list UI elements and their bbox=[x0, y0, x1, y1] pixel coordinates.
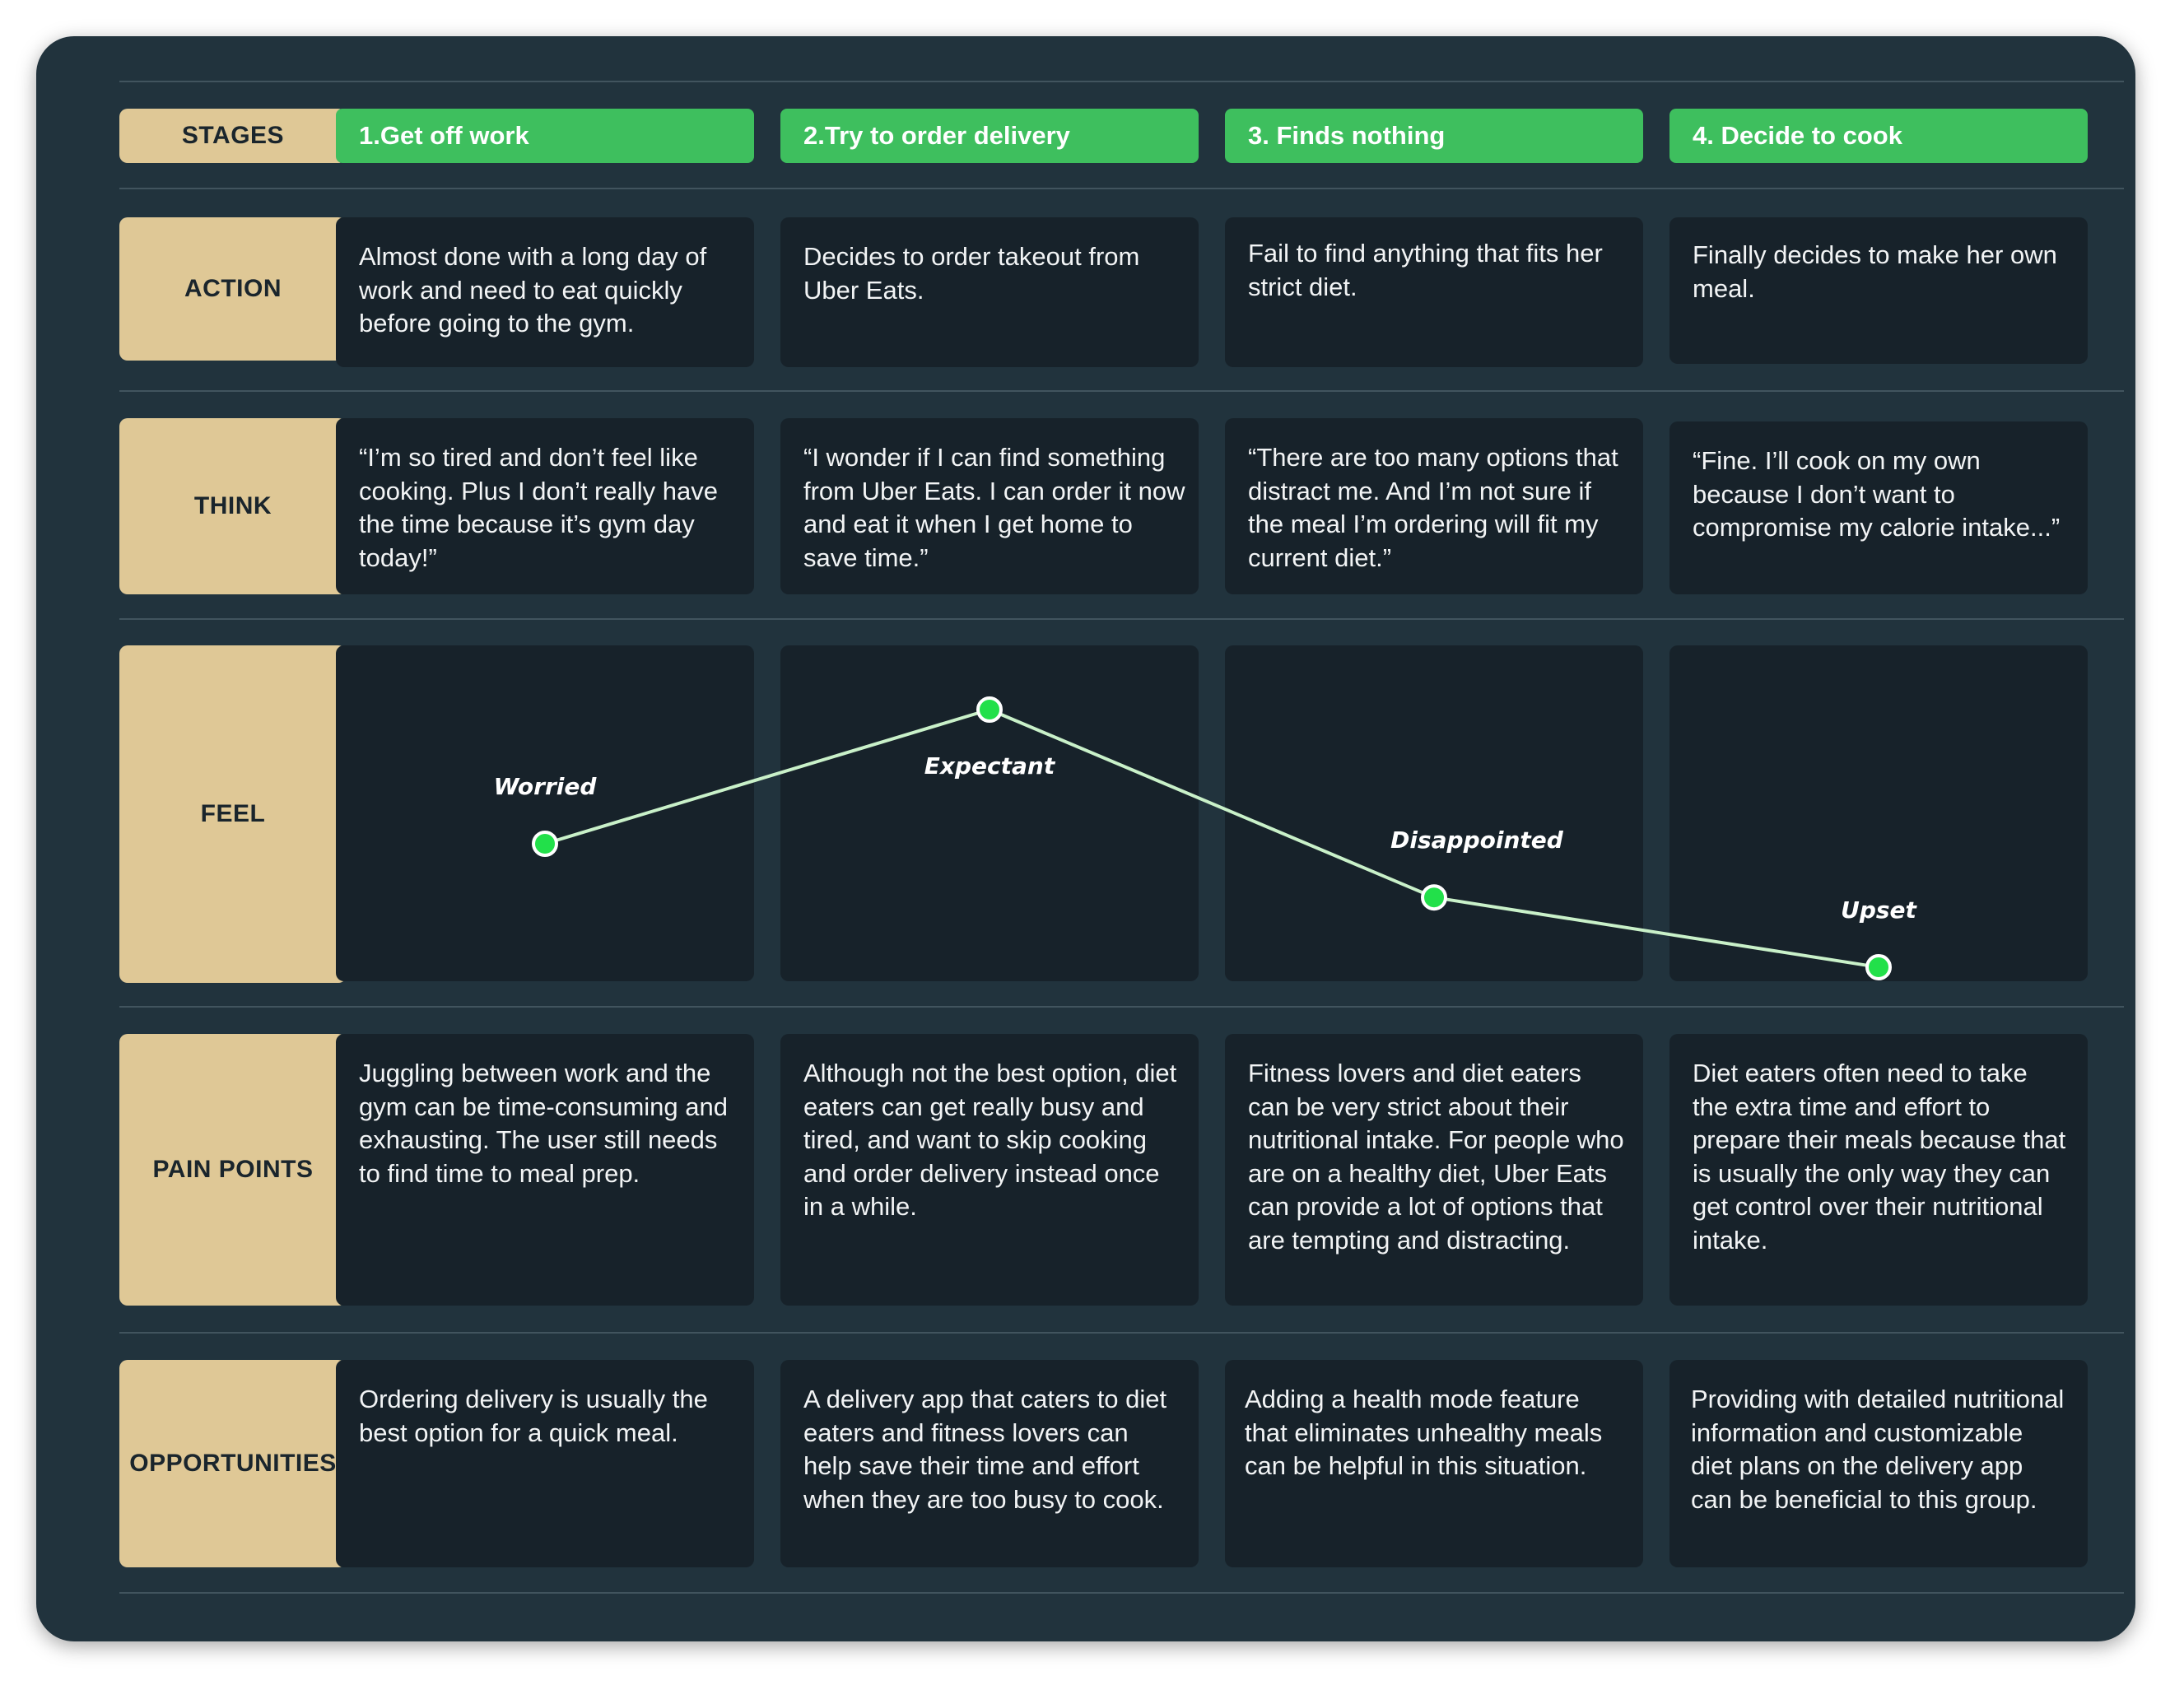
emotion-label: Upset bbox=[1841, 896, 1917, 924]
divider bbox=[119, 390, 2124, 392]
pain-cell-2: Although not the best option, diet eater… bbox=[780, 1034, 1199, 1306]
stage-header-3: 3. Finds nothing bbox=[1225, 109, 1643, 163]
emotion-label: Worried bbox=[494, 773, 598, 800]
divider bbox=[119, 81, 2124, 82]
emotion-point bbox=[532, 831, 558, 857]
pain-cell-4: Diet eaters often need to take the extra… bbox=[1669, 1034, 2088, 1306]
think-cell-1: “I’m so tired and don’t feel like cookin… bbox=[336, 418, 754, 594]
divider bbox=[119, 1592, 2124, 1594]
row-label-opportunities: OPPORTUNITIES bbox=[119, 1360, 347, 1567]
emotion-label: Expectant bbox=[924, 752, 1056, 780]
feel-cell-3 bbox=[1225, 645, 1643, 981]
emotion-label: Disappointed bbox=[1390, 826, 1564, 854]
opportunity-cell-4: Providing with detailed nutritional info… bbox=[1669, 1360, 2088, 1567]
emotion-point bbox=[976, 696, 1003, 723]
action-cell-1: Almost done with a long day of work and … bbox=[336, 217, 754, 367]
stage-header-4: 4. Decide to cook bbox=[1669, 109, 2088, 163]
divider bbox=[119, 188, 2124, 189]
emotion-point bbox=[1865, 953, 1892, 980]
think-cell-4: “Fine. I’ll cook on my own because I don… bbox=[1669, 421, 2088, 594]
opportunity-cell-1: Ordering delivery is usually the best op… bbox=[336, 1360, 754, 1567]
emotion-line-segment bbox=[989, 708, 1435, 900]
stage-header-2: 2.Try to order delivery bbox=[780, 109, 1199, 163]
opportunity-cell-3: Adding a health mode feature that elimin… bbox=[1225, 1360, 1643, 1567]
journey-map-board: STAGES ACTION THINK FEEL PAIN POINTS OPP… bbox=[36, 36, 2135, 1641]
opportunity-cell-2: A delivery app that caters to diet eater… bbox=[780, 1360, 1199, 1567]
think-cell-2: “I wonder if I can find something from U… bbox=[780, 418, 1199, 594]
feel-cell-1 bbox=[336, 645, 754, 981]
emotion-line-segment bbox=[544, 708, 990, 845]
pain-cell-1: Juggling between work and the gym can be… bbox=[336, 1034, 754, 1306]
stage-header-1: 1.Get off work bbox=[336, 109, 754, 163]
action-cell-3: Fail to find anything that fits her stri… bbox=[1225, 217, 1643, 367]
pain-cell-3: Fitness lovers and diet eaters can be ve… bbox=[1225, 1034, 1643, 1306]
emotion-line-segment bbox=[1433, 896, 1879, 969]
divider bbox=[119, 618, 2124, 620]
divider bbox=[119, 1332, 2124, 1334]
action-cell-4: Finally decides to make her own meal. bbox=[1669, 217, 2088, 364]
row-label-pain-points: PAIN POINTS bbox=[119, 1034, 347, 1306]
action-cell-2: Decides to order takeout from Uber Eats. bbox=[780, 217, 1199, 367]
feel-cell-4 bbox=[1669, 645, 2088, 981]
row-label-think: THINK bbox=[119, 418, 347, 594]
row-label-feel: FEEL bbox=[119, 645, 347, 983]
divider bbox=[119, 1006, 2124, 1008]
think-cell-3: “There are too many options that distrac… bbox=[1225, 418, 1643, 594]
row-label-action: ACTION bbox=[119, 217, 347, 361]
emotion-point bbox=[1421, 884, 1447, 911]
row-label-stages: STAGES bbox=[119, 109, 347, 163]
